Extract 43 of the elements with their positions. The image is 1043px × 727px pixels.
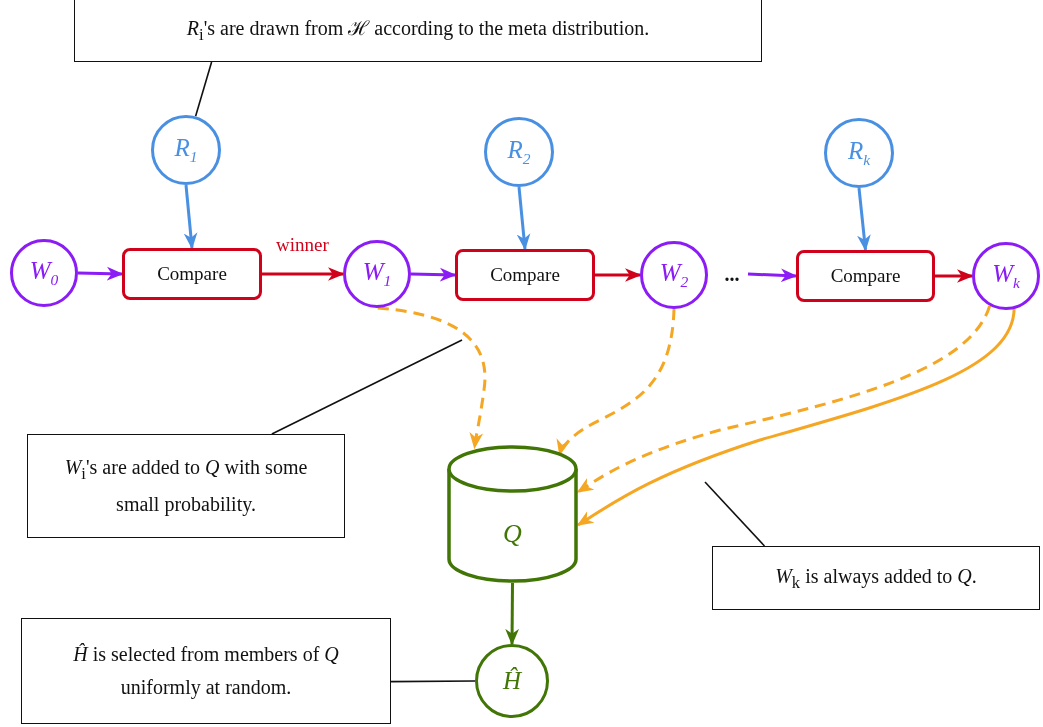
leader-line — [271, 339, 463, 435]
arrow — [747, 268, 798, 283]
node-label: Compare — [830, 265, 901, 287]
ellipsis: ... — [724, 262, 740, 286]
node-label: R$_{2}$ — [507, 136, 531, 168]
arrow — [183, 184, 198, 250]
compare-box — [796, 250, 935, 302]
arrow — [576, 305, 992, 494]
note-text: W$_{i}$'s are added to Q with some small probability. — [63, 455, 309, 518]
queue-cylinder — [447, 445, 578, 583]
arrow — [935, 269, 974, 283]
node-label: R$_{1}$ — [174, 134, 198, 166]
arrow — [410, 267, 457, 282]
node-label: W$_{k}$ — [992, 260, 1020, 292]
note-box — [21, 618, 391, 724]
node-label: W$_{1}$ — [362, 258, 392, 290]
node-label: Compare — [490, 264, 560, 286]
node-label: Ĥ — [502, 667, 522, 695]
node-label: W$_{2}$ — [659, 259, 689, 291]
node-label: W$_{0}$ — [29, 257, 59, 289]
note-text: Ĥ is selected from members of Q uniformly at random. — [72, 642, 340, 701]
note-box — [74, 0, 762, 62]
connector-line — [390, 680, 476, 683]
node-label: R$_{k}$ — [847, 137, 871, 169]
arrow — [576, 307, 1016, 527]
compare-box — [455, 249, 595, 301]
node-label: Compare — [157, 263, 227, 285]
leader-line — [704, 481, 766, 547]
note-box — [712, 546, 1040, 610]
arrow — [516, 186, 531, 251]
arrow — [857, 187, 871, 252]
note-box — [27, 434, 345, 538]
note-text: R$_{i}$'s are drawn from ℋ according to the meta distribution. — [186, 15, 650, 46]
arrow — [557, 308, 676, 456]
connector-line — [194, 61, 213, 118]
arrow — [595, 268, 642, 282]
arrow — [77, 266, 124, 281]
arrow — [262, 267, 345, 281]
arrow — [377, 306, 487, 450]
arrow — [505, 583, 519, 646]
node-label: Q — [503, 519, 522, 549]
compare-box — [122, 248, 262, 300]
note-text: W$_{k}$ is always added to Q. — [775, 563, 977, 594]
